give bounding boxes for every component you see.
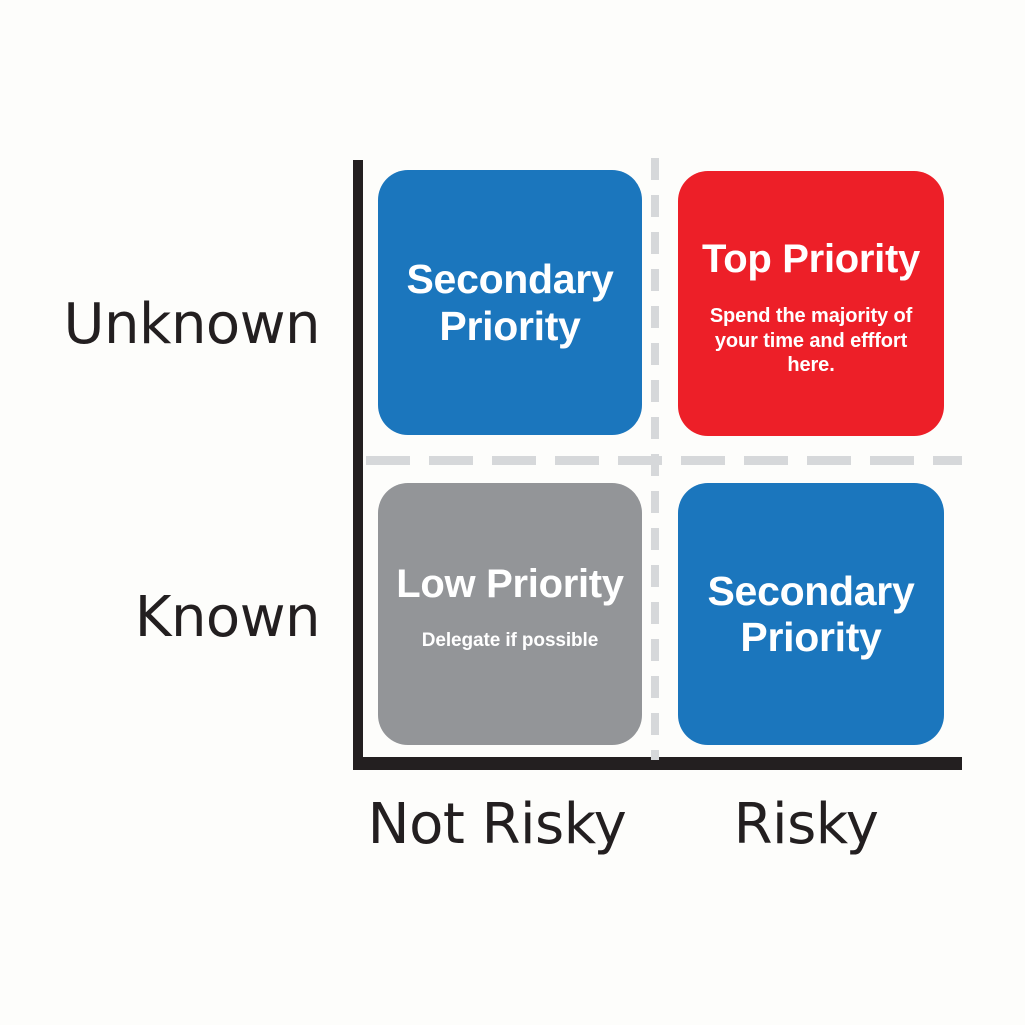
quadrant-subtitle: Delegate if possible: [421, 630, 599, 652]
horizontal-divider-dashed: [366, 456, 962, 465]
y-axis-label-unknown: Unknown: [63, 292, 321, 357]
x-axis-line: [353, 757, 962, 770]
y-axis-line: [353, 160, 363, 770]
quadrant-title-line1: Secondary: [707, 567, 915, 614]
quadrant-known-not-risky[interactable]: Low Priority Delegate if possible: [378, 483, 642, 745]
quadrant-title-line1: Secondary: [406, 256, 614, 303]
quadrant-title: Secondary Priority: [708, 568, 915, 661]
quadrant-subtitle: Spend the majority of your time and efff…: [709, 305, 913, 376]
y-axis-label-known: Known: [134, 585, 321, 650]
quadrant-known-risky[interactable]: Secondary Priority: [678, 483, 944, 745]
quadrant-title-line2: Priority: [740, 614, 882, 660]
quadrant-title-line2: Priority: [439, 302, 581, 349]
x-axis-label-risky: Risky: [733, 792, 879, 857]
quadrant-title: Low Priority: [396, 562, 624, 606]
quadrant-unknown-not-risky[interactable]: Secondary Priority: [378, 170, 642, 435]
x-axis-label-not-risky: Not Risky: [367, 792, 627, 857]
quadrant-unknown-risky[interactable]: Top Priority Spend the majority of your …: [678, 171, 944, 436]
quadrant-title: Secondary Priority: [407, 256, 614, 349]
quadrant-title: Top Priority: [702, 237, 920, 281]
